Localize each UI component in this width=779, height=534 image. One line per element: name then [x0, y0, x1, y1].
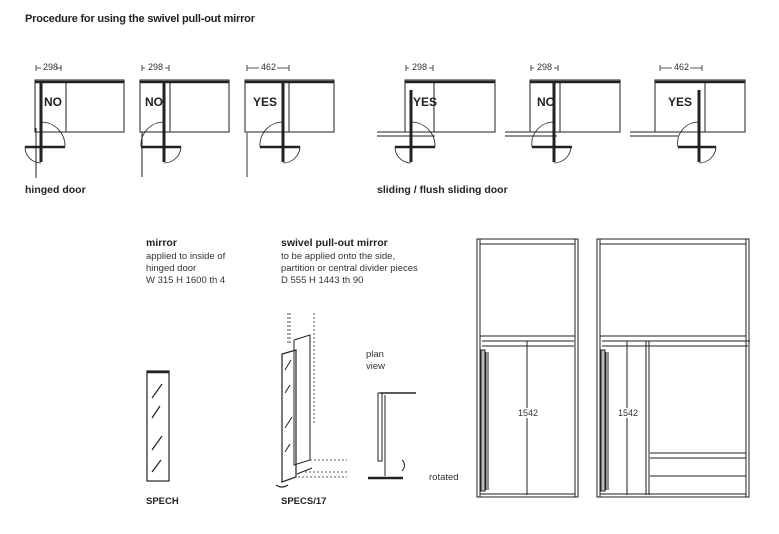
plan-view-drawing [368, 392, 416, 480]
swivel-line: partition or central divider pieces [281, 263, 418, 274]
swivel-line: to be applied onto the side, [281, 251, 396, 262]
dimension-label: 462 [261, 62, 277, 72]
plan-label-line: view [366, 361, 386, 372]
plan-label-line: plan [366, 349, 384, 360]
rotated-label: rotated [429, 472, 459, 483]
hinged-door-caption: hinged door [25, 184, 86, 196]
swivel-mirror-code: SPECS/17 [281, 496, 327, 507]
mirror-drawing [146, 370, 170, 482]
plan-view-label: plan view [366, 349, 385, 373]
wardrobe-2 [596, 238, 750, 498]
plan-sliding-3 [630, 79, 746, 164]
plan-hinged-1 [24, 79, 125, 178]
dimension-label: 298 [537, 62, 553, 72]
mirror-line: applied to inside of [146, 251, 226, 262]
page-title: Procedure for using the swivel pull-out … [25, 13, 255, 25]
wardrobe-1 [476, 238, 579, 498]
swivel-line: D 555 H 1443 th 90 [281, 275, 364, 286]
dimension-lines [35, 65, 703, 71]
swivel-mirror-heading: swivel pull-out mirror [281, 237, 388, 249]
sliding-door-caption: sliding / flush sliding door [377, 184, 508, 196]
mirror-description: applied to inside of hinged door W 315 H… [146, 251, 225, 287]
mirror-code: SPECH [146, 496, 179, 507]
plan-hinged-2 [139, 79, 230, 177]
mirror-heading: mirror [146, 237, 177, 249]
height-dimension: 1542 [618, 408, 639, 418]
verdict-label: NO [537, 95, 555, 109]
dimension-label: 462 [674, 62, 690, 72]
verdict-label: NO [44, 95, 62, 109]
verdict-label: YES [253, 95, 278, 109]
dimension-label: 298 [43, 62, 59, 72]
swivel-mirror-drawing [275, 313, 347, 488]
dimension-label: 298 [148, 62, 164, 72]
verdict-label: YES [413, 95, 438, 109]
verdict-label: NO [145, 95, 163, 109]
plan-sliding-2 [505, 79, 621, 164]
height-dimension: 1542 [518, 408, 539, 418]
dimension-label: 298 [412, 62, 428, 72]
verdict-label: YES [668, 95, 693, 109]
mirror-line: hinged door [146, 263, 197, 274]
swivel-mirror-description: to be applied onto the side, partition o… [281, 251, 418, 287]
plan-hinged-3 [244, 79, 335, 177]
mirror-line: W 315 H 1600 th 4 [146, 275, 226, 286]
plan-sliding-1 [377, 79, 496, 164]
